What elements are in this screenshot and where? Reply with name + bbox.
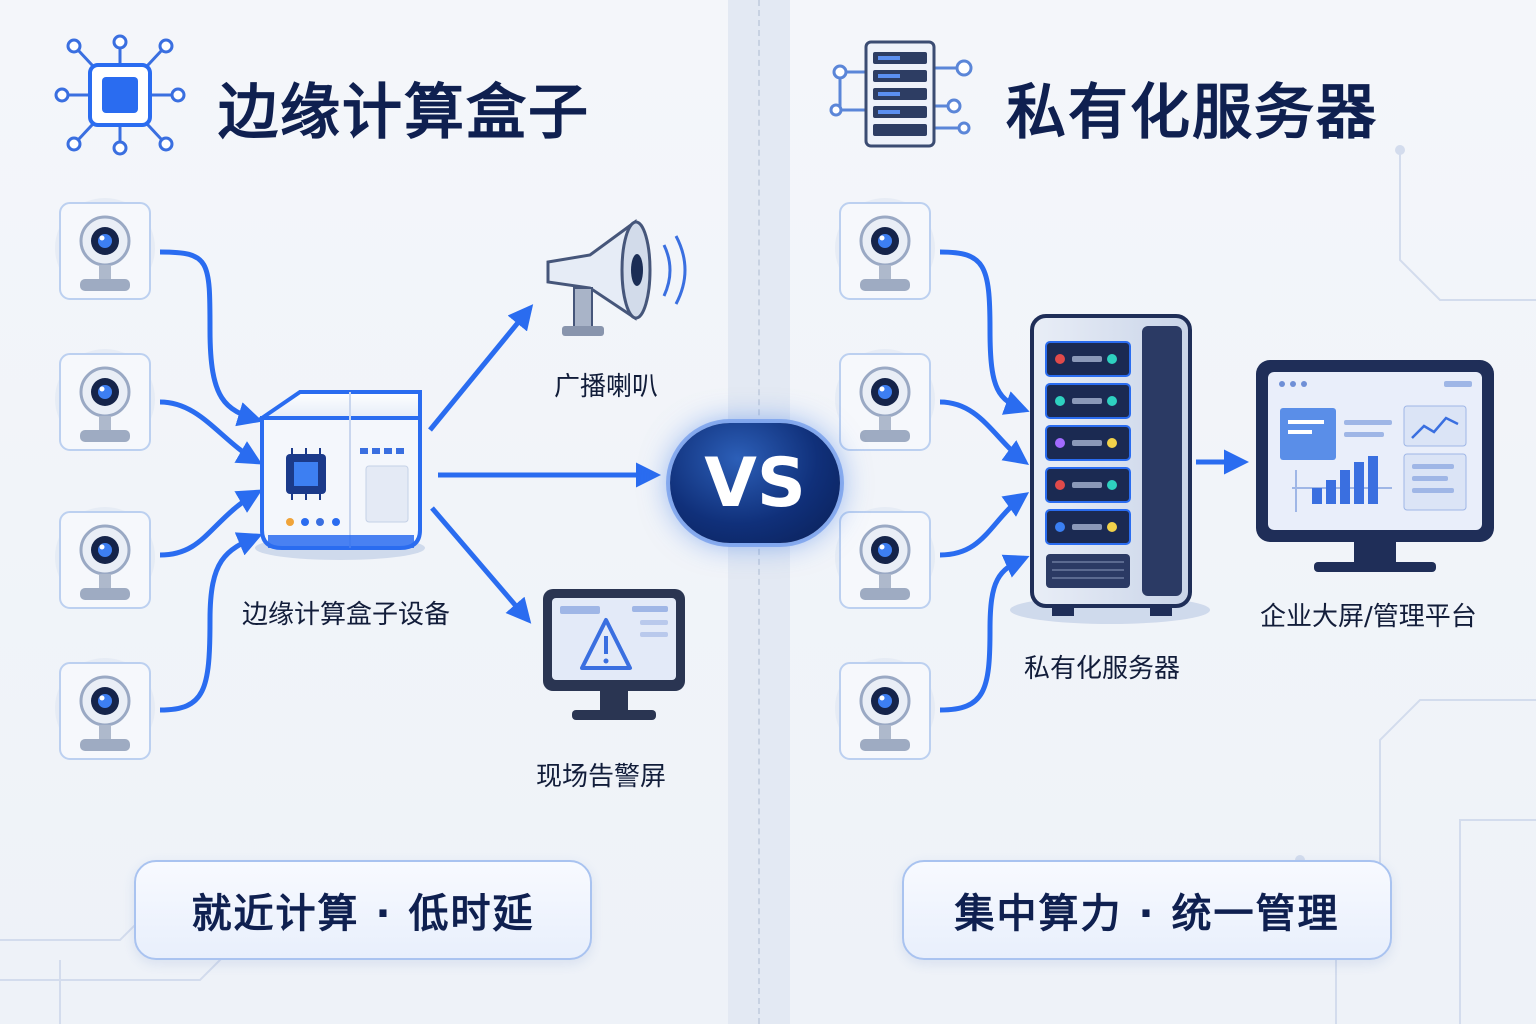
camera-icon <box>833 656 937 761</box>
chip-icon <box>54 34 186 156</box>
edge-box-label: 边缘计算盒子设备 <box>242 600 451 630</box>
left-summary-pill: 就近计算 · 低时延 <box>134 860 592 960</box>
private-server-icon <box>1010 314 1210 624</box>
box-output-arrows <box>428 304 661 624</box>
camera-icon <box>833 505 937 610</box>
alarm-screen-label: 现场告警屏 <box>536 762 667 792</box>
camera-icon <box>53 505 157 610</box>
dashboard-monitor-icon <box>1256 360 1494 572</box>
server-rack-icon <box>829 40 973 148</box>
speaker-label: 广播喇叭 <box>554 372 659 402</box>
camera-icon <box>833 347 937 452</box>
right-title: 私有化服务器 <box>1006 78 1378 148</box>
camera-icon <box>833 196 937 301</box>
right-summary-pill: 集中算力 · 统一管理 <box>902 860 1392 960</box>
camera-icon <box>53 196 157 301</box>
server-label: 私有化服务器 <box>1024 654 1181 684</box>
camera-to-server-arrows <box>939 249 1030 713</box>
camera-to-box-arrows <box>159 249 263 713</box>
left-title: 边缘计算盒子 <box>218 78 590 148</box>
camera-icon <box>53 347 157 452</box>
alarm-screen-icon <box>543 589 685 720</box>
vs-badge: VS <box>670 423 840 543</box>
speaker-icon <box>546 219 687 336</box>
display-label: 企业大屏/管理平台 <box>1260 602 1477 632</box>
camera-icon <box>53 656 157 761</box>
edge-box-device-icon <box>255 390 425 560</box>
